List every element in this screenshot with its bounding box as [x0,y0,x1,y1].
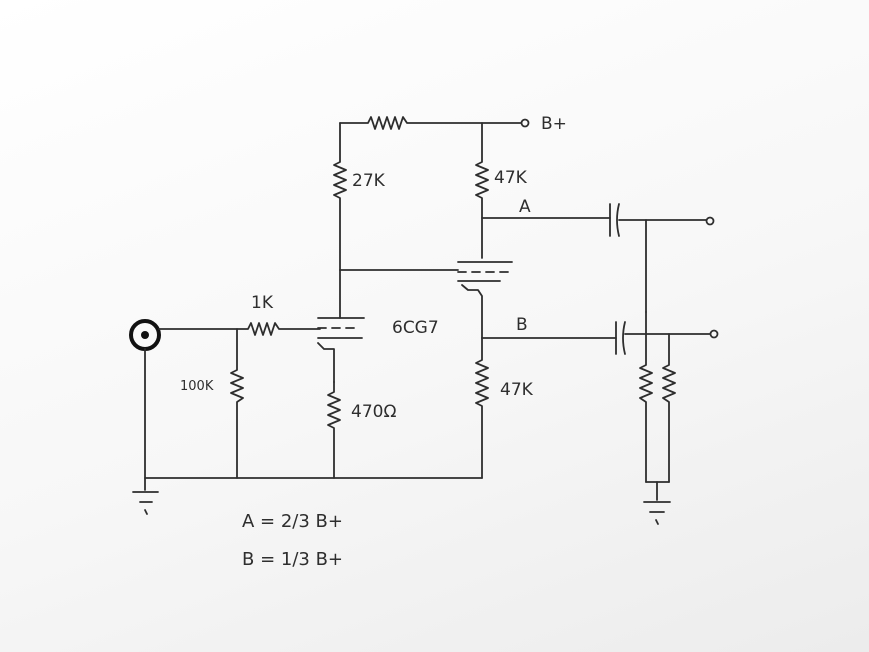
formula-b: B = 1/3 B+ [242,549,343,570]
resistor-100k [230,328,244,479]
label-tube: 6CG7 [392,318,439,338]
label-1k: 1K [251,293,274,313]
ground-icon-right [643,501,671,525]
resistor-47k-plate [475,122,489,259]
label-47k-plate: 47K [494,168,528,188]
resistor-pair-output [639,311,676,501]
ground-icon-left [132,491,159,515]
formula-a: A = 2/3 B+ [242,511,343,532]
triode-upper [457,261,513,339]
label-node-a: A [519,197,531,217]
label-27k: 27K [352,171,386,191]
label-470: 470Ω [351,402,396,422]
triode-lower [317,269,365,383]
label-100k: 100K [180,379,214,394]
resistor-1k [158,322,321,336]
supply-rail [339,116,530,130]
output-a-branch [481,203,715,313]
resistor-47k-cathode [475,337,489,479]
resistor-470 [327,381,341,479]
output-b-branch [481,321,719,355]
label-supply: B+ [541,114,567,134]
resistor-27k [333,122,347,271]
label-47k-cathode: 47K [500,380,534,400]
input-jack [129,319,161,351]
label-node-b: B [516,315,528,335]
